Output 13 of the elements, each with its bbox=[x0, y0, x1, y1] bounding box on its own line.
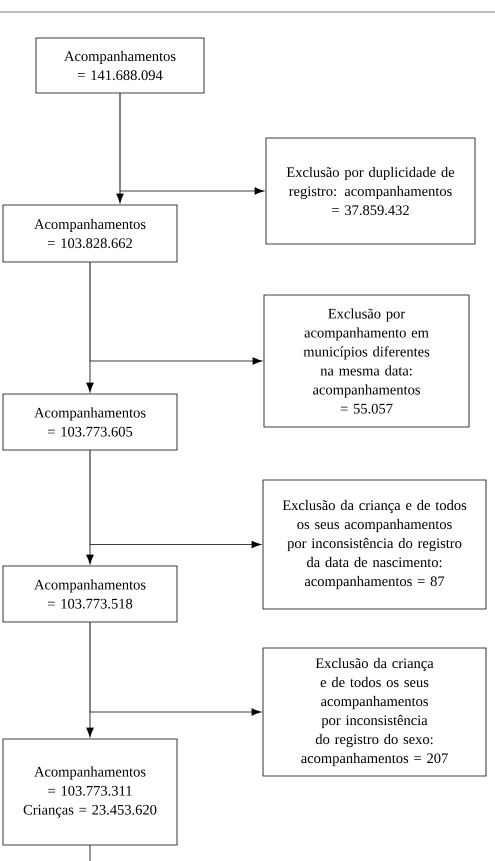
process-box: Exclusão da criança e de todos os seus acompanhamentos por inconsistência do registro da data de nascimento: acompanhamentos = 87 bbox=[262, 480, 486, 610]
process-box: Acompanhamentos = 141.688.094 bbox=[36, 38, 204, 94]
arrow bbox=[90, 450, 262, 548]
process-box: Acompanhamentos = 103.773.605 bbox=[2, 394, 178, 450]
process-box: Acompanhamentos = 103.773.518 bbox=[2, 566, 178, 622]
process-box: Exclusão da criança e de todos os seus acompanhamentos por inconsistência do registro do sexo: acompanhamentos = 207 bbox=[262, 648, 486, 776]
process-box: Acompanhamentos = 103.828.662 bbox=[2, 204, 178, 262]
process-box: Acompanhamentos = 103.773.311 Crianças = 23.453.620 bbox=[2, 738, 178, 846]
arrow bbox=[120, 93, 264, 195]
arrow bbox=[90, 622, 262, 716]
process-box: Exclusão por acompanhamento em municípios diferentes na mesma data: acompanhamentos = 55.057 bbox=[264, 294, 470, 428]
process-box: Exclusão por duplicidade de registro: acompanhamentos = 37.859.432 bbox=[266, 138, 476, 244]
arrow bbox=[90, 262, 262, 365]
